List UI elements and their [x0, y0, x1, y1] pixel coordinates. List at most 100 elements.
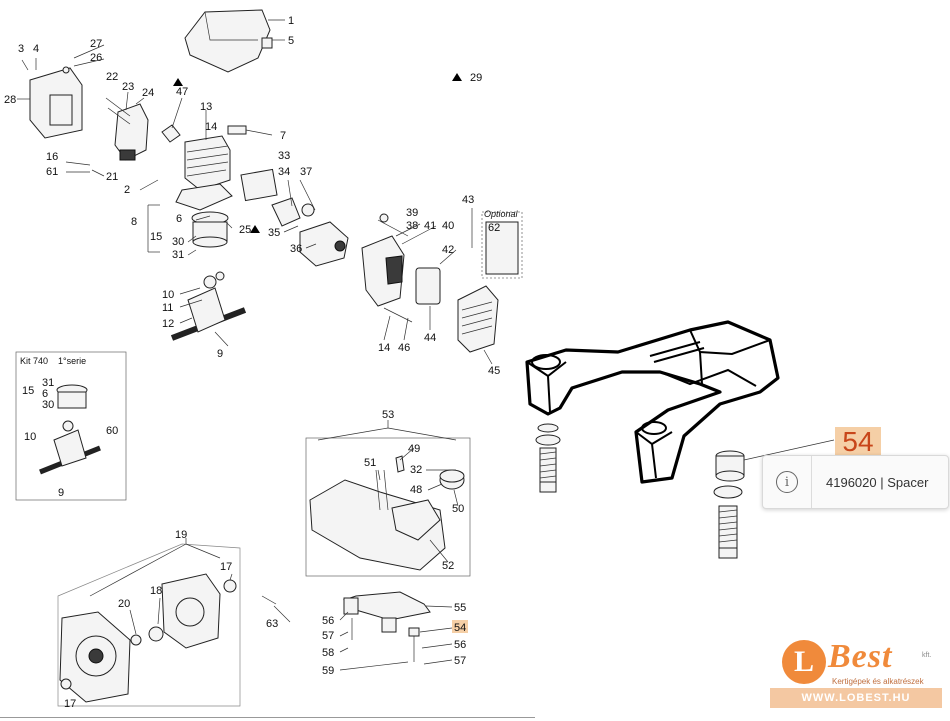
callout-16: 16	[46, 151, 58, 163]
part-kit-piston[interactable]	[56, 384, 88, 409]
kit-callout-6: 6	[42, 388, 48, 400]
zoom-bracket[interactable]	[525, 320, 780, 484]
callout-38: 38	[406, 220, 418, 232]
part-muffler[interactable]	[29, 66, 83, 139]
callout-2: 2	[124, 184, 130, 196]
part-bearing[interactable]	[148, 626, 164, 642]
part-ignition-coil[interactable]	[114, 103, 149, 161]
callout-32: 32	[410, 464, 422, 476]
callout-46: 46	[398, 342, 410, 354]
part-filter[interactable]	[415, 267, 441, 305]
info-icon: i	[776, 471, 798, 493]
kit-callout-10: 10	[24, 431, 36, 443]
part-optional-filter[interactable]	[485, 221, 519, 275]
callout-36: 36	[290, 243, 302, 255]
zoom-washer-left[interactable]	[535, 423, 561, 446]
callout-31: 31	[172, 249, 184, 261]
callout-41: 41	[424, 220, 436, 232]
callout-9: 9	[217, 348, 223, 360]
zoom-bolt-right[interactable]	[718, 505, 738, 559]
kit-callout-30: 30	[42, 399, 54, 411]
callout-50: 50	[452, 503, 464, 515]
logo-url[interactable]: WWW.LOBEST.HU	[770, 688, 942, 708]
kit-callout-15: 15	[22, 385, 34, 397]
callout-6: 6	[176, 213, 182, 225]
brand-logo[interactable]: L Best kft. Kertigépek és alkatrészek WW…	[770, 636, 942, 710]
callout-53: 53	[382, 409, 394, 421]
callout-57b: 57	[454, 655, 466, 667]
callout-30: 30	[172, 236, 184, 248]
logo-brand: Best	[828, 638, 893, 675]
part-intake[interactable]	[271, 197, 315, 227]
part-air-filter-housing[interactable]	[361, 235, 405, 307]
part-cover[interactable]	[184, 9, 273, 73]
callout-10: 10	[162, 289, 174, 301]
callout-56: 56	[322, 615, 334, 627]
callout-54-highlight	[452, 620, 468, 633]
part-spark-plug[interactable]	[227, 125, 273, 136]
logo-tagline: Kertigépek és alkatrészek	[832, 677, 924, 686]
tooltip-icon-cell: i	[763, 456, 812, 508]
callout-8: 8	[131, 216, 137, 228]
part-tooltip: i 4196020 | Spacer	[762, 455, 949, 509]
part-crankshaft[interactable]	[170, 271, 247, 341]
part-gasket[interactable]	[175, 183, 233, 211]
callout-47: 47	[176, 86, 188, 98]
callout-42: 42	[442, 244, 454, 256]
callout-7: 7	[280, 130, 286, 142]
kit-serie-label: 1°serie	[58, 356, 86, 366]
zoom-washer-right[interactable]	[713, 485, 743, 499]
part-crankcase[interactable]	[161, 573, 221, 649]
callout-13: 13	[200, 101, 212, 113]
callout-15: 15	[150, 231, 162, 243]
callout-54[interactable]: 54	[454, 622, 466, 634]
callout-18: 18	[150, 585, 162, 597]
callout-58: 58	[322, 647, 334, 659]
part-piston[interactable]	[191, 211, 229, 248]
callout-56b: 56	[454, 639, 466, 651]
part-cylinder[interactable]	[184, 135, 231, 191]
optional-label: Optional	[484, 209, 519, 219]
callout-28: 28	[4, 94, 16, 106]
part-fuel-tank[interactable]	[309, 479, 446, 571]
callout-11: 11	[162, 302, 173, 314]
kit-callout-9: 9	[58, 487, 64, 499]
callout-48: 48	[410, 484, 422, 496]
callout-26: 26	[90, 52, 102, 64]
callout-62: 62	[488, 222, 500, 234]
callout-14: 14	[205, 121, 217, 133]
part-carburetor[interactable]	[299, 221, 349, 267]
callout-25: 25	[239, 224, 251, 236]
callout-23: 23	[122, 81, 134, 93]
callout-1: 1	[288, 15, 294, 27]
callout-3: 3	[18, 43, 24, 55]
callout-39: 39	[406, 207, 418, 219]
callout-63: 63	[266, 618, 278, 630]
callout-20: 20	[118, 598, 130, 610]
part-bracket-small[interactable]	[342, 591, 431, 633]
part-kit-crankshaft[interactable]	[39, 420, 101, 475]
callout-61: 61	[46, 166, 58, 178]
callout-49: 49	[408, 443, 420, 455]
callout-37: 37	[300, 166, 312, 178]
zoom-callout-54[interactable]: 54	[835, 427, 881, 457]
logo-mark: L	[782, 640, 826, 684]
callout-17: 17	[220, 561, 232, 573]
callout-5: 5	[288, 35, 294, 47]
callout-40: 40	[442, 220, 454, 232]
callout-35: 35	[268, 227, 280, 239]
kit-callout-60: 60	[106, 425, 118, 437]
part-air-filter-cover[interactable]	[457, 285, 499, 353]
zoom-bolt-left[interactable]	[539, 447, 557, 493]
callout-55: 55	[454, 602, 466, 614]
callout-52: 52	[442, 560, 454, 572]
part-starter-housing[interactable]	[59, 611, 131, 703]
part-fuel-cap[interactable]	[439, 469, 465, 490]
part-decal[interactable]	[240, 168, 278, 202]
zoom-spacer-54[interactable]	[715, 450, 745, 482]
callout-14b: 14	[378, 342, 390, 354]
part-plate[interactable]	[161, 124, 181, 143]
callout-4: 4	[33, 43, 39, 55]
callout-59: 59	[322, 665, 334, 677]
